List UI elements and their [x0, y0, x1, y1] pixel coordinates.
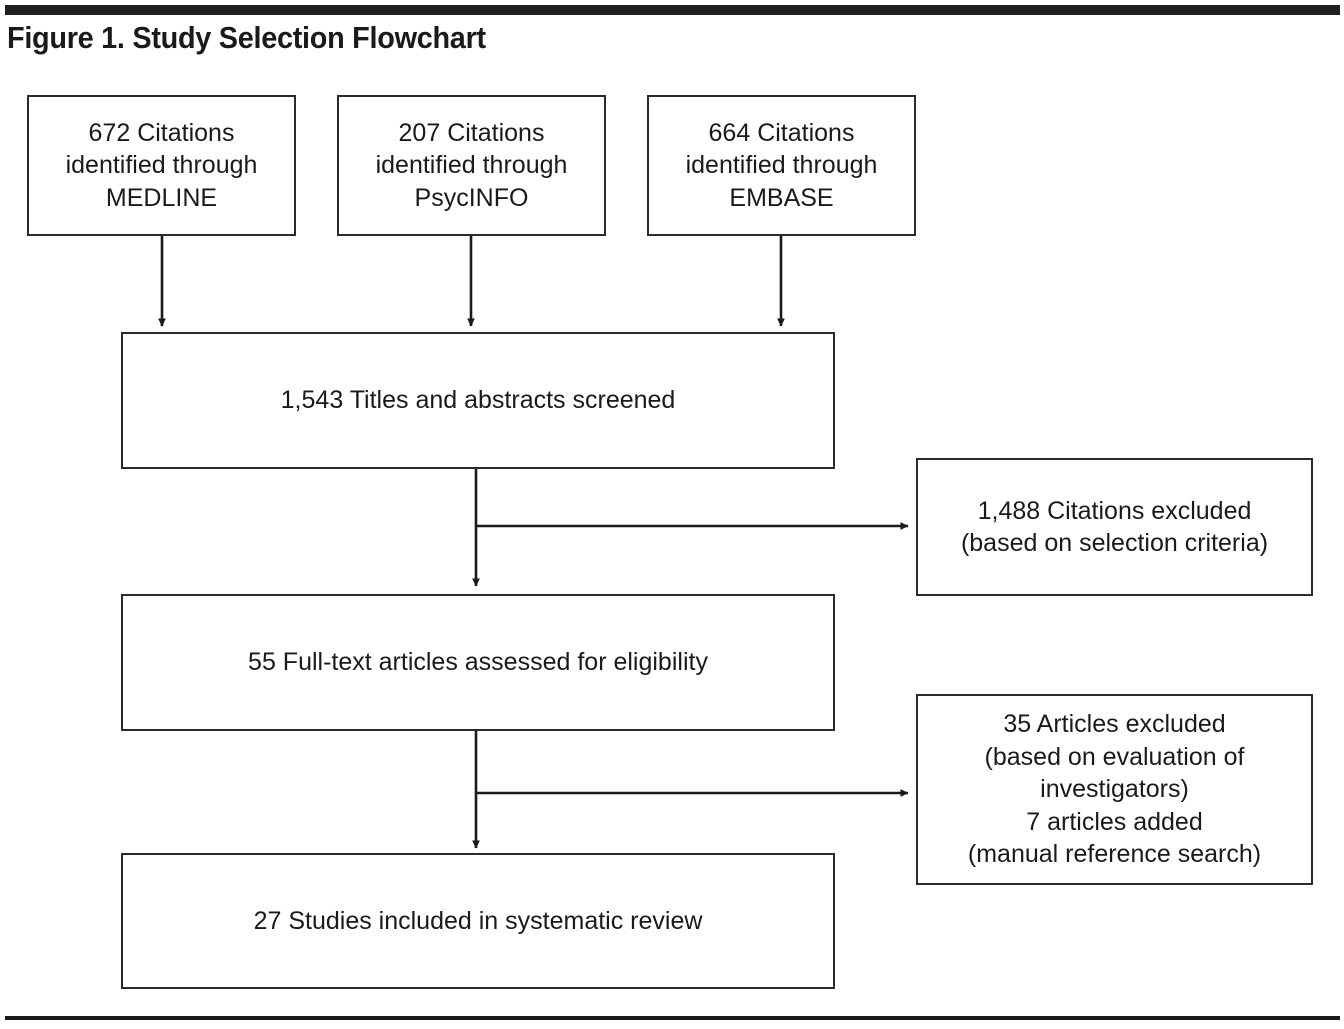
page-title: Figure 1. Study Selection Flowchart — [7, 20, 486, 55]
node-line: 55 Full-text articles assessed for eligi… — [248, 648, 708, 677]
node-source-medline: 672 Citations identified through MEDLINE — [27, 95, 296, 236]
node-line: 207 Citations — [398, 118, 545, 147]
node-line: 1,488 Citations excluded — [977, 496, 1252, 525]
node-line: 7 articles added — [1026, 807, 1203, 836]
node-line: (based on evaluation of — [984, 742, 1245, 771]
node-line: identified through — [65, 151, 258, 180]
node-line: investigators) — [1040, 775, 1189, 804]
node-line: 672 Citations — [88, 118, 235, 147]
node-line: (manual reference search) — [967, 840, 1262, 869]
node-screened: 1,543 Titles and abstracts screened — [121, 332, 835, 469]
node-fulltext: 55 Full-text articles assessed for eligi… — [121, 594, 835, 731]
node-line: 1,543 Titles and abstracts screened — [280, 386, 676, 415]
node-line: (based on selection criteria) — [960, 529, 1269, 557]
node-line: 27 Studies included in systematic review — [253, 906, 703, 935]
node-line: 664 Citations — [708, 118, 855, 147]
node-line: identified through — [375, 151, 568, 180]
top-rule — [5, 5, 1340, 15]
node-included: 27 Studies included in systematic review — [121, 853, 835, 989]
node-line: MEDLINE — [105, 183, 218, 212]
node-source-psycinfo: 207 Citations identified through PsycINF… — [337, 95, 606, 236]
bottom-rule — [5, 1016, 1340, 1020]
node-line: 35 Articles excluded — [1003, 710, 1226, 739]
node-excluded-eligibility: 35 Articles excluded (based on evaluatio… — [916, 694, 1313, 885]
node-line: EMBASE — [729, 183, 834, 212]
node-source-embase: 664 Citations identified through EMBASE — [647, 95, 916, 236]
node-line: identified through — [685, 151, 878, 180]
node-excluded-screening: 1,488 Citations excluded (based on selec… — [916, 458, 1313, 596]
node-line: PsycINFO — [414, 183, 529, 212]
